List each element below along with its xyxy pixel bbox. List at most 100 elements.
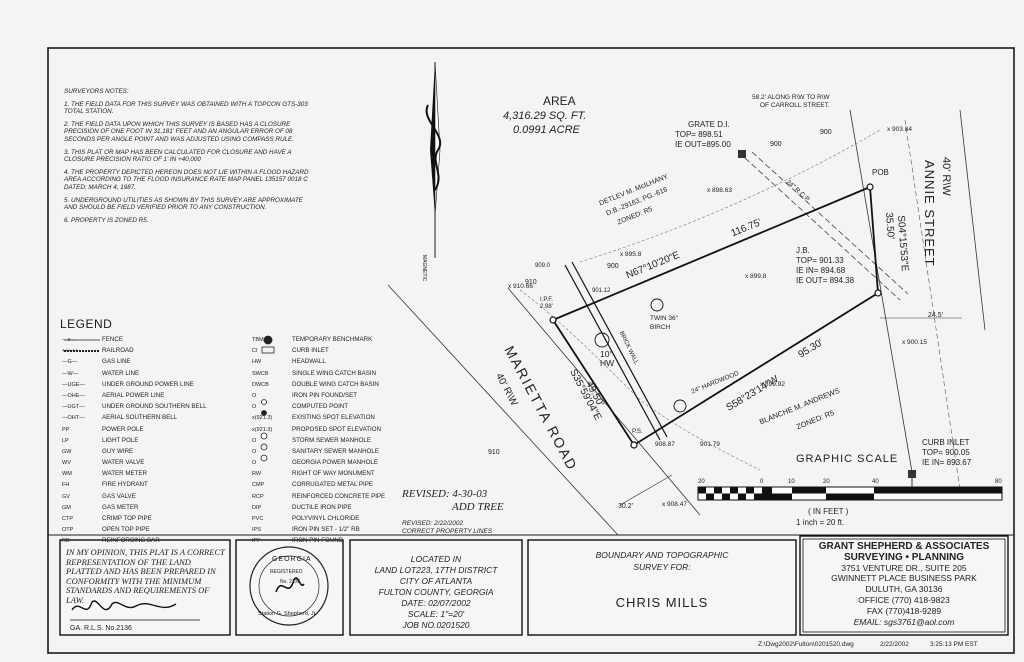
of-street-text: OF CARROLL STREET. (760, 102, 830, 109)
legend-label: LIGHT POLE (102, 436, 139, 444)
seal-top-text: GEORGIA (272, 556, 312, 563)
contour-label: 910 (525, 279, 537, 286)
legend-title: LEGEND (60, 317, 113, 331)
legend-label: CORRUGATED METAL PIPE (292, 481, 374, 489)
jb-ie-out: IE OUT= 894.38 (796, 276, 855, 285)
legend-symbol: x(921.3) (252, 426, 273, 433)
twin-birch-label: TWIN 36" BIRCH (650, 315, 678, 331)
sheet-border (47, 47, 1015, 654)
firm-box (799, 535, 1009, 636)
spot-elevation: 901.79 (700, 441, 720, 448)
grate-di-icon (738, 150, 746, 158)
legend-label: OPEN TOP PIPE (102, 526, 150, 534)
legend-label: WATER METER (102, 470, 148, 478)
north-label: MAGNETIC (421, 255, 427, 282)
legend-label: FIRE HYDRANT (102, 481, 148, 489)
legend-symbol: x(921.3) (252, 415, 273, 422)
annie-rw: 40' R\W (940, 157, 952, 196)
contour-label: 900 (770, 141, 782, 148)
scale-tick: 10 (788, 479, 795, 485)
scale-ratio: 1 inch = 20 ft. (796, 518, 845, 527)
legend-label: AERIAL SOUTHERN BELL (102, 414, 178, 422)
contour-900 (579, 129, 881, 263)
legend-label: DOUBLE WING CATCH BASIN (292, 380, 379, 388)
legend-symbol: LP (62, 437, 69, 444)
firm-address-2: GWINNETT PLACE BUSINESS PARK (831, 573, 977, 583)
legend-symbol: WM (62, 471, 72, 478)
legend-symbol: OTP (62, 527, 74, 534)
spot-elevation: 909.0 (535, 263, 551, 269)
legend-label: COMPUTED POINT (292, 403, 349, 411)
legend-symbols (64, 335, 275, 462)
legend-symbol: O (252, 448, 257, 455)
legend-label: GAS LINE (102, 358, 131, 366)
legend-label: WATER LINE (102, 369, 140, 377)
legend-row: OTP OPEN TOP PIPE (62, 524, 207, 535)
legend-row: —OHE—AERIAL POWER LINE (62, 390, 207, 401)
scale-unit: ( IN FEET ) (808, 507, 849, 516)
legend-label: UNDER GROUND POWER LINE (102, 380, 194, 388)
annie-rw-east (959, 109, 986, 331)
contour-label: 910 (488, 449, 500, 456)
iron-pin-icon (630, 441, 638, 449)
note-item: 3. THIS PLAT OR MAP HAS BEEN CALCULATED … (64, 148, 292, 164)
grate-ie: IE OUT=895.00 (675, 140, 731, 149)
legend-symbol: FH (62, 482, 70, 489)
legend-symbol: IPS (252, 527, 261, 534)
survey-for-box (527, 539, 797, 636)
legend-symbol: GW (62, 448, 72, 455)
legend-row: —UGE— UNDER GROUND POWER LINE (62, 379, 207, 390)
graphic-scale-bar (697, 486, 1003, 501)
legend-symbol: —OHT— (62, 415, 85, 422)
jb-ie-in: IE IN= 894.68 (796, 266, 846, 275)
scale-tick: 80 (995, 479, 1002, 485)
legend-label: CRIMP TOP PIPE (102, 515, 152, 522)
legend-symbol: HW (252, 359, 262, 366)
legend-row: —G— GAS LINE (62, 356, 207, 367)
spot-elevation: x 900.15 (902, 339, 927, 346)
survey-date: DATE: 02/07/2002 (401, 598, 471, 608)
legend-row: WM WATER METER (62, 468, 207, 479)
seal-signature-mark (275, 577, 305, 593)
dim-2-98: 2.98' (540, 304, 553, 310)
firm-fax: FAX (770)418-9289 (866, 606, 942, 616)
legend-symbol: RW (252, 471, 262, 478)
city: CITY OF ATLANTA (399, 576, 473, 586)
note-item: 6. PROPERTY IS ZONED R5. (64, 216, 149, 224)
legend-row: O COMPUTED POINT (252, 401, 385, 412)
legend-symbol: O (252, 404, 257, 411)
legend-symbol: —G— (62, 359, 78, 366)
legend-label: IRON PIN FOUND/SET (292, 391, 357, 399)
grate-di-label: GRATE D.I. (688, 120, 730, 129)
iron-pin-icon (874, 289, 882, 297)
curb-inlet-icon (908, 470, 916, 478)
survey-type: BOUNDARY AND TOPOGRAPHIC (595, 550, 729, 560)
spot-elevation: x 908.47 (662, 501, 687, 508)
seal-registered: REGISTERED (270, 569, 303, 575)
revised-date: REVISED: 2/22/2002 (402, 520, 464, 527)
note-item: 2. THE FIELD DATA UPON WHICH THIS SURVEY… (64, 120, 294, 143)
legend-row: FH FIRE HYDRANT (62, 479, 207, 490)
legend-symbol: SWCB (252, 370, 269, 377)
scale-tick: 20 (823, 479, 830, 485)
dim-24-5: 24.5' (928, 312, 943, 319)
scale-tick: 0 (760, 479, 764, 485)
firm-services: SURVEYING • PLANNING (844, 552, 964, 563)
revised-note: CORRECT PROPERTY LINES (402, 528, 493, 535)
tree-hardwood-icon (673, 399, 687, 413)
legend-symbol: —UGE— (62, 381, 85, 388)
legend-label: POWER POLE (102, 425, 144, 433)
legend-symbol: RB (62, 538, 70, 545)
legend-symbol: CTP (62, 516, 73, 522)
legend-row: —W—WATER LINE (62, 368, 207, 379)
legend-row: —x—FENCE (62, 334, 207, 345)
